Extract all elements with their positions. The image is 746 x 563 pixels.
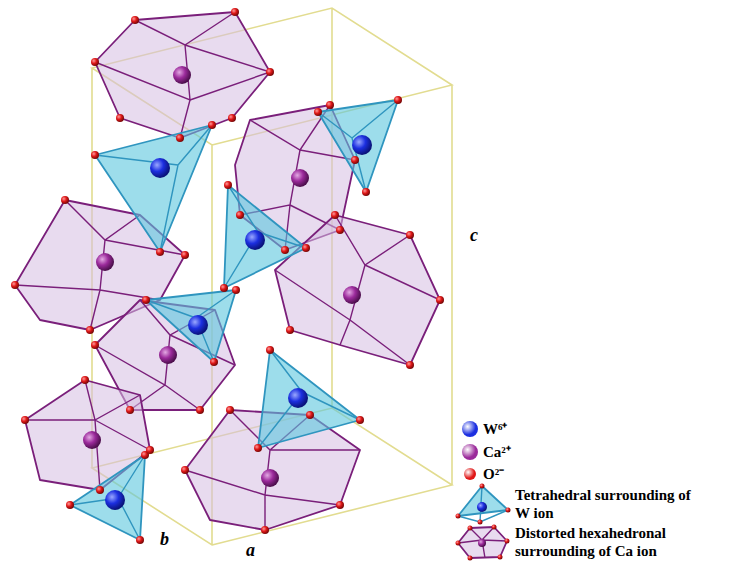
legend-text: Tetrahedral surrounding of W ion xyxy=(515,486,695,522)
legend-text: Distorted hexahedronal surrounding of Ca… xyxy=(515,524,695,560)
legend-swatch xyxy=(462,421,478,437)
axis-label: a xyxy=(246,541,255,559)
legend-swatch xyxy=(462,444,478,460)
legend-text: O²⁻ xyxy=(483,465,504,483)
axis-label: c xyxy=(470,226,478,244)
axis-label: b xyxy=(160,530,169,548)
w-tetrahedra xyxy=(70,100,398,540)
legend-text: W⁶⁺ xyxy=(483,420,508,438)
ca-atoms xyxy=(83,66,361,487)
legend-icons xyxy=(456,484,511,561)
legend-swatch xyxy=(464,468,476,480)
legend-text: Ca²⁺ xyxy=(483,443,511,461)
ca-polyhedra xyxy=(15,12,440,530)
o-atoms xyxy=(11,8,444,544)
w-atoms xyxy=(105,135,372,510)
